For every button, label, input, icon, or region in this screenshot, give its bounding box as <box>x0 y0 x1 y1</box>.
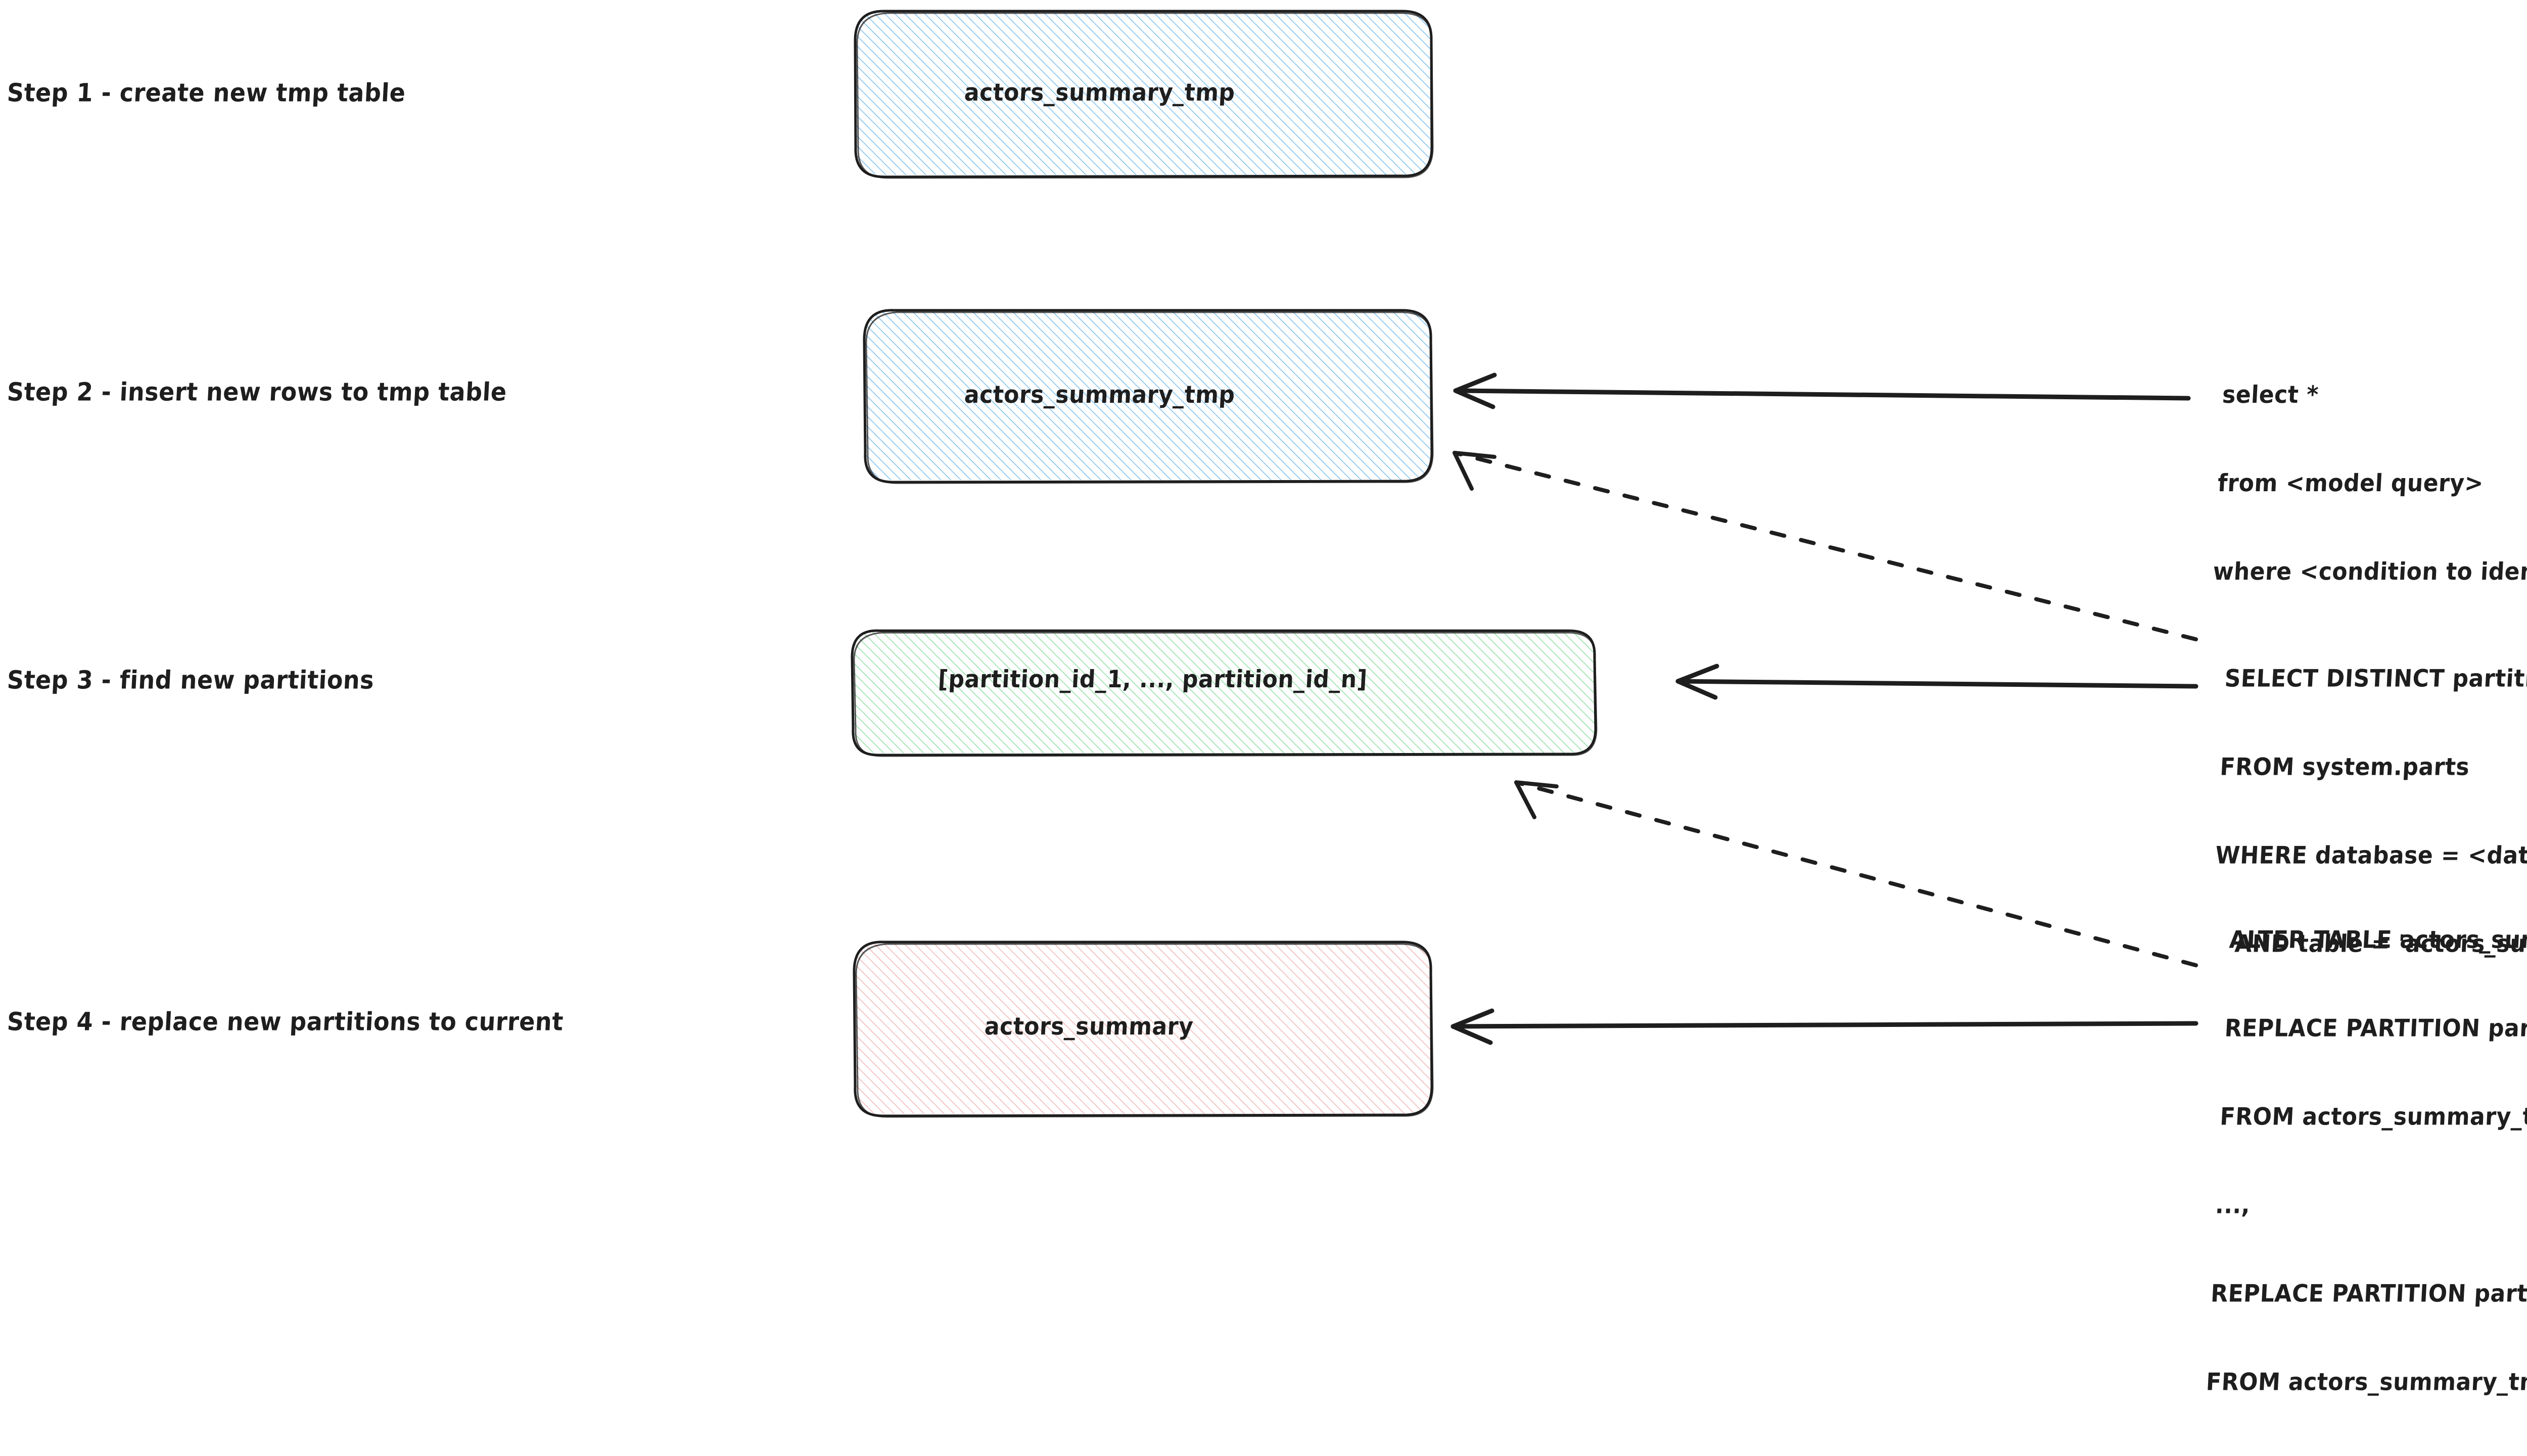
step-3-label: Step 3 - find new partitions <box>6 665 375 695</box>
replace-partitions-line-4: ..., <box>2215 1191 2251 1219</box>
replace-partitions-line-2: REPLACE PARTITION partition_id_1 <box>2224 1014 2527 1043</box>
insert-query-snippet: select * from <model query> where <condi… <box>2209 321 2527 646</box>
diagram-text-layer: Step 1 - create new tmp table Step 2 - i… <box>6 77 2527 1396</box>
step-4-label: Step 4 - replace new partitions to curre… <box>6 1006 565 1037</box>
dashed-replace-feed-partitions <box>1514 780 2198 967</box>
step-1-node-label: actors_summary_tmp <box>963 78 1236 107</box>
step-2-label: Step 2 - insert new rows to tmp table <box>6 377 508 407</box>
insert-query-line-2: from <model query> <box>2217 469 2485 497</box>
find-partitions-line-1: SELECT DISTINCT partition_id <box>2224 665 2527 693</box>
step-2-node-shape[interactable] <box>863 309 1434 484</box>
step-2-node-label: actors_summary_tmp <box>963 381 1236 409</box>
arrow-insert-query-to-tmp-table <box>1453 372 2191 409</box>
arrow-replace-query-to-actors-summary <box>1450 1008 2198 1045</box>
diagram-shapes-layer <box>851 10 2198 1118</box>
insert-query-line-1: select * <box>2221 381 2320 409</box>
insert-query-line-3: where <condition to identify new> <box>2212 557 2527 586</box>
step-1-label: Step 1 - create new tmp table <box>6 77 407 108</box>
diagram-canvas: Step 1 - create new tmp table Step 2 - i… <box>6 10 2527 1396</box>
replace-partitions-query-snippet: ALTER TABLE actors_summary REPLACE PARTI… <box>2202 867 2527 1456</box>
step-3-node-label: [partition_id_1, ..., partition_id_n] <box>937 665 1368 693</box>
step-1-node-shape[interactable] <box>854 10 1434 179</box>
arrow-find-query-to-partitions <box>1675 664 2198 700</box>
find-partitions-line-2: FROM system.parts <box>2219 753 2470 781</box>
replace-partitions-line-3: FROM actors_summary_tmp, <box>2219 1103 2527 1131</box>
step-3-node-shape[interactable] <box>851 629 1598 757</box>
replace-partitions-line-5: REPLACE PARTITION partition_id_n <box>2210 1280 2527 1308</box>
step-4-node-label: actors_summary <box>984 1012 1194 1041</box>
replace-partitions-line-1: ALTER TABLE actors_summary <box>2228 926 2527 954</box>
step-4-node-shape[interactable] <box>853 941 1434 1118</box>
replace-partitions-line-6: FROM actors_summary_tmp, <box>2205 1368 2527 1396</box>
dashed-partitions-feed-tmp-table <box>1453 451 2198 641</box>
